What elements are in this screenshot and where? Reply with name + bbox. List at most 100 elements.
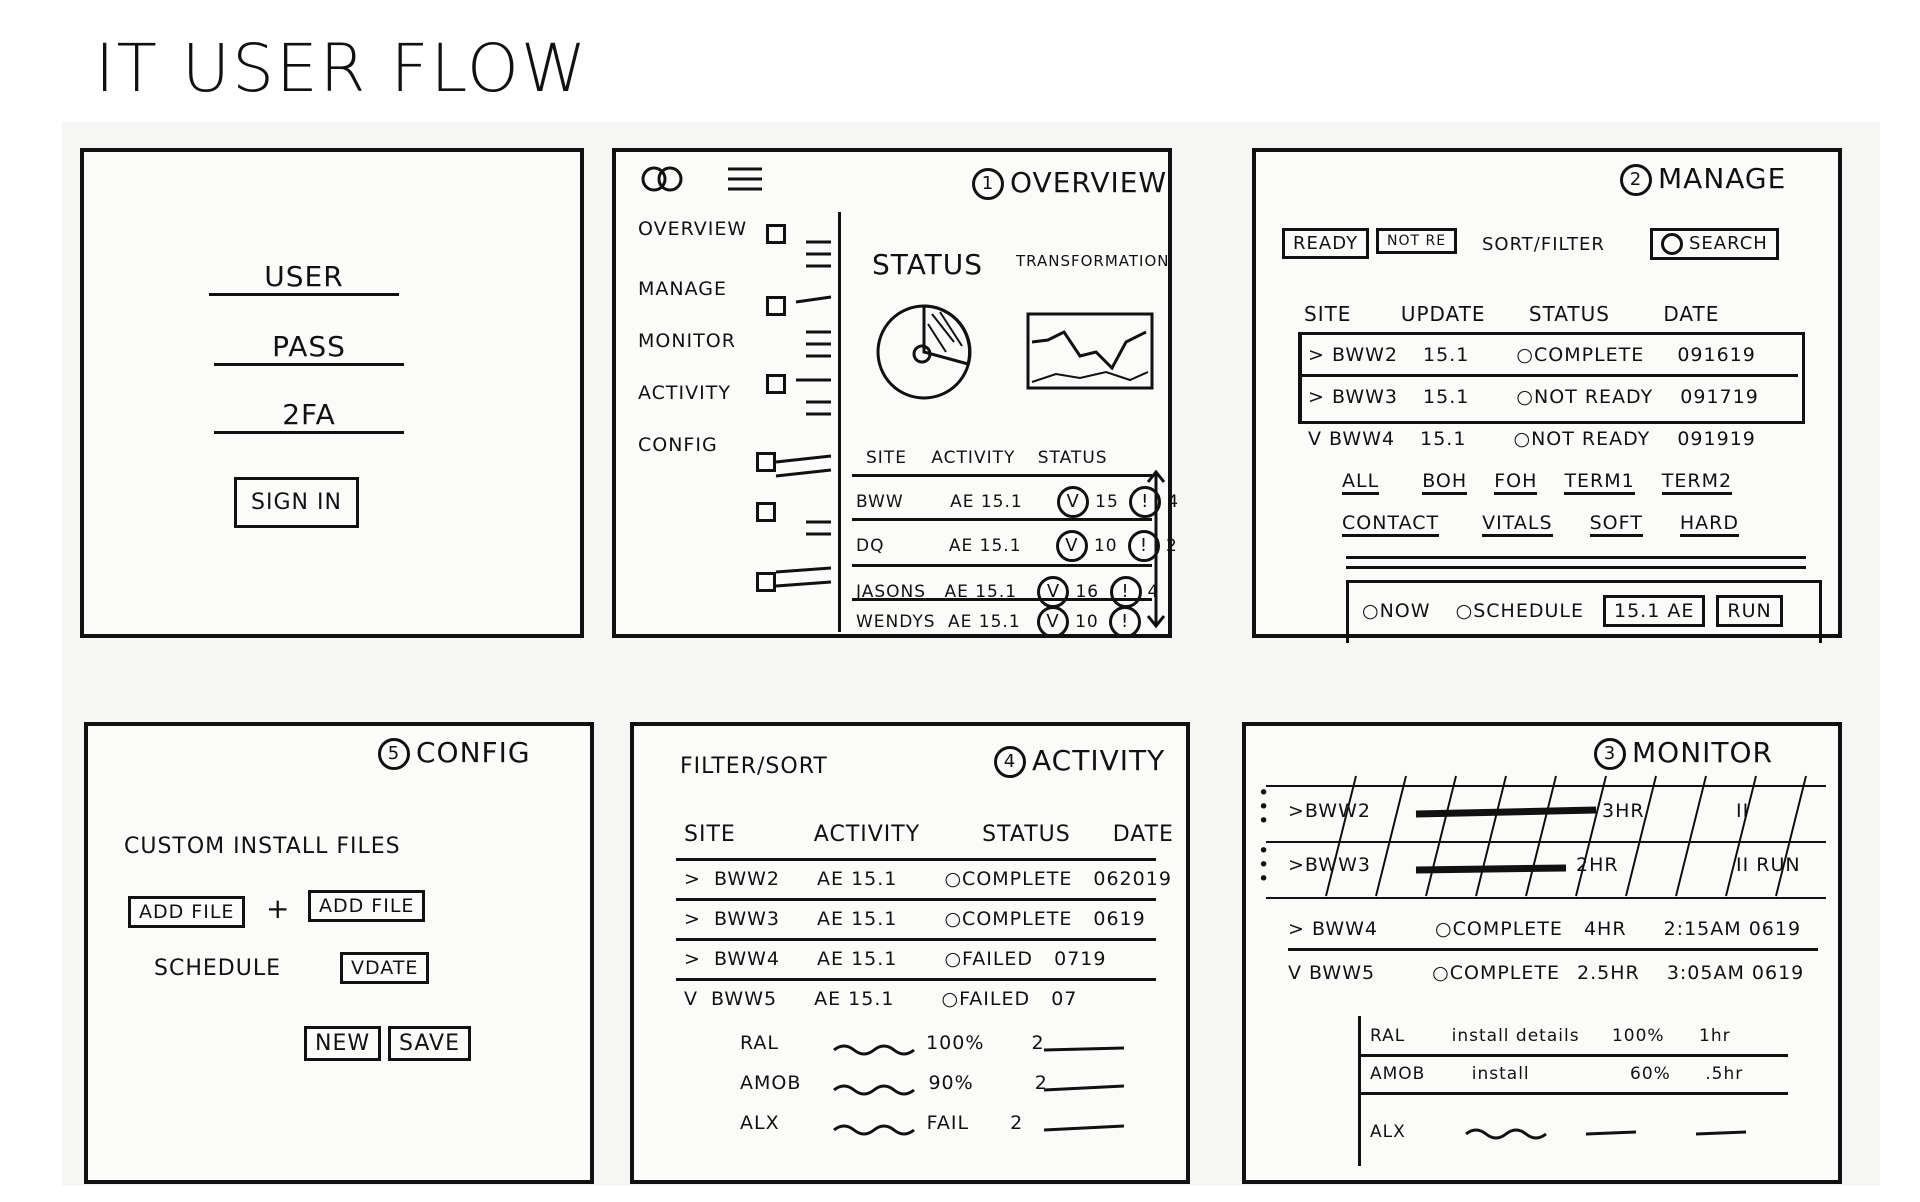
activity-cell: AE 15.1 (950, 492, 1023, 512)
schedule-option[interactable]: SCHEDULE (1473, 600, 1584, 622)
table-row[interactable]: > BWW3 AE 15.1 ○COMPLETE 0619 (684, 908, 1146, 930)
option-boh[interactable]: BOH (1422, 470, 1468, 495)
add-file-button[interactable]: ADD FILE (128, 896, 246, 928)
save-button[interactable]: SAVE (388, 1026, 471, 1061)
nav-checkbox[interactable] (766, 224, 786, 244)
sort-filter-button[interactable]: SORT/FILTER (1482, 234, 1605, 255)
monitor-row[interactable]: >BWW2 (1288, 800, 1371, 822)
chevron-right-icon: > (684, 868, 701, 890)
pause-button[interactable]: II (1736, 800, 1750, 822)
option-hard[interactable]: HARD (1679, 512, 1739, 537)
nav-checkbox[interactable] (756, 452, 776, 472)
time-cell: 2:15AM 0619 (1663, 918, 1802, 940)
login-panel: USER PASS 2FA SIGN IN (80, 148, 584, 638)
table-row-expanded[interactable]: v BWW4 15.1 ○NOT READY 091919 (1308, 428, 1756, 450)
chevron-down-icon: v (351, 957, 365, 979)
completed-row[interactable]: > BWW4 ○COMPLETE 4hr 2:15AM 0619 (1288, 918, 1801, 940)
table-row[interactable]: > BWW4 AE 15.1 ○FAILED 0719 (684, 948, 1106, 970)
divider (1358, 1092, 1788, 1095)
site-cell: BWW3 (1331, 386, 1398, 408)
tab-ready[interactable]: READY (1282, 228, 1370, 259)
divider (852, 474, 1152, 477)
col-site: SITE (684, 822, 736, 847)
pass-field[interactable]: PASS (214, 330, 404, 366)
sign-in-button[interactable]: SIGN IN (234, 477, 359, 528)
radio-icon[interactable]: ○ (1455, 600, 1474, 622)
table-row[interactable]: > BWW3 15.1 ○NOT READY 091719 (1308, 386, 1759, 408)
nav-checkbox[interactable] (756, 572, 776, 592)
manage-table-header: SITE UPDATE STATUS DATE (1304, 302, 1719, 326)
tab-not-ready[interactable]: NOT RE (1376, 228, 1458, 254)
option-contact[interactable]: CONTACT (1342, 512, 1440, 537)
chevron-right-icon: > (684, 948, 701, 970)
step-number: 1 (972, 168, 1004, 200)
drag-handle-icon[interactable]: ••• (1258, 782, 1271, 832)
sidebar-item-config[interactable]: CONFIG (638, 434, 718, 456)
divider (852, 564, 1152, 567)
nav-checkbox[interactable] (766, 374, 786, 394)
now-option[interactable]: NOW (1379, 600, 1431, 622)
divider (852, 518, 1152, 521)
add-file-button-2[interactable]: ADD FILE (308, 890, 426, 922)
detail-row: AMOB 90% 2 (740, 1072, 1048, 1094)
run-button[interactable]: RUN (1716, 595, 1783, 627)
status-cell: FAILED (962, 948, 1034, 970)
update-cell: 15.1 (1423, 344, 1470, 366)
count-value: 2 (1031, 1032, 1045, 1054)
pause-run-button[interactable]: II RUN (1736, 854, 1801, 876)
date-cell: 091719 (1680, 386, 1759, 408)
status-cell: COMPLETE (1449, 962, 1560, 984)
option-all[interactable]: ALL (1342, 470, 1380, 495)
terminal-name: ALX (1370, 1122, 1406, 1142)
transformation-label: TRANSFORMATION (1016, 252, 1170, 270)
radio-icon[interactable]: ○ (1362, 600, 1380, 622)
table-row[interactable]: > BWW2 15.1 ○complete 091619 (1308, 344, 1756, 366)
new-button[interactable]: NEW (304, 1026, 382, 1061)
date-input[interactable]: vDATE (340, 952, 430, 984)
site-cell: BWW2 (1304, 800, 1371, 822)
version-select[interactable]: 15.1 AE (1603, 595, 1706, 627)
option-vitals[interactable]: VITALS (1482, 512, 1553, 537)
scrollbar[interactable] (1146, 469, 1166, 630)
user-field[interactable]: USER (209, 260, 399, 296)
sidebar-item-monitor[interactable]: MONITOR (638, 330, 736, 352)
detail-text: install (1471, 1064, 1530, 1084)
nav-checkbox[interactable] (766, 296, 786, 316)
chevron-right-icon: > (1288, 800, 1305, 822)
chevron-down-icon: v (1308, 428, 1322, 450)
sidebar-item-overview[interactable]: OVERVIEW (638, 218, 748, 240)
run-controls: ○NOW ○SCHEDULE 15.1 AE RUN (1362, 595, 1783, 627)
2fa-field[interactable]: 2FA (214, 398, 404, 434)
filter-sort-button[interactable]: FILTER/SORT (680, 754, 828, 779)
option-term2[interactable]: TERM2 (1661, 470, 1733, 495)
success-count: 10 (1093, 536, 1118, 556)
search-input[interactable]: SEARCH (1650, 228, 1779, 260)
completed-row-expanded[interactable]: v BWW5 ○COMPLETE 2.5hr 3:05AM 0619 (1288, 962, 1804, 984)
search-label: SEARCH (1689, 233, 1768, 254)
hamburger-menu-icon[interactable] (726, 166, 766, 194)
divider (676, 978, 1156, 981)
option-soft[interactable]: SOFT (1589, 512, 1643, 537)
status-dot-icon: ○ (944, 948, 963, 970)
site-cell: WENDYS (856, 612, 936, 632)
sidebar-item-manage[interactable]: MANAGE (638, 278, 727, 300)
activity-cell: AE 15.1 (817, 908, 898, 930)
overview-heading-text: OVERVIEW (1010, 166, 1168, 199)
option-term1[interactable]: TERM1 (1564, 470, 1635, 495)
step-number: 3 (1594, 738, 1626, 770)
nav-checkbox[interactable] (756, 502, 776, 522)
progress-value: 90% (928, 1072, 974, 1094)
time-cell: 3:05AM 0619 (1666, 962, 1805, 984)
table-row[interactable]: > BWW2 AE 15.1 ○COMPLETE 062019 (684, 868, 1172, 890)
divider (676, 898, 1156, 901)
drag-handle-icon[interactable]: ••• (1258, 840, 1271, 890)
option-foh[interactable]: FOH (1494, 470, 1538, 495)
sidebar-item-activity[interactable]: ACTIVITY (638, 382, 731, 404)
check-icon: V (1057, 486, 1090, 518)
monitor-row[interactable]: >BWW3 (1288, 854, 1371, 876)
table-row-expanded[interactable]: v BWW5 AE 15.1 ○FAILED 07 (684, 988, 1077, 1010)
